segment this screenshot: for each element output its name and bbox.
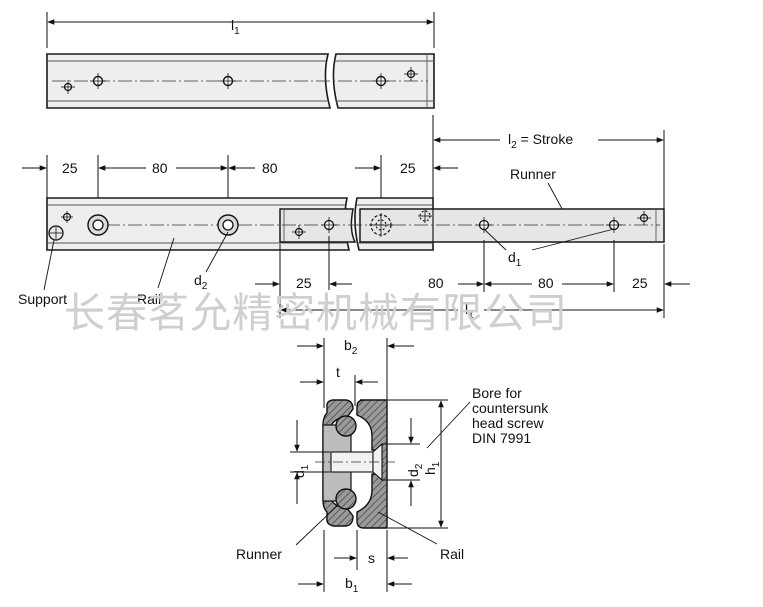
support-label: Support (18, 291, 67, 307)
section-d1-label: d1 (291, 464, 311, 478)
section-d2-label: d2 (405, 463, 425, 477)
runner-label: Runner (510, 166, 556, 182)
lower-dim-right-end: 25 (632, 275, 648, 291)
upper-dim-pitch-a: 80 (152, 160, 168, 176)
section-ball-top (335, 415, 357, 437)
top-l1-label: l1 (231, 17, 240, 37)
side-view: l2 = Stroke 25 80 80 25 Runner (18, 115, 690, 321)
section-ball-bottom (335, 488, 357, 510)
side-rail-label: Rail (137, 291, 161, 307)
runner-l1-label: l1 (465, 301, 474, 321)
side-d1-label: d1 (508, 249, 522, 269)
stroke-label: l2 = Stroke (508, 131, 573, 151)
t-label: t (336, 364, 340, 380)
lower-dim-pitch-b: 80 (538, 275, 554, 291)
b2-label: b2 (344, 337, 358, 357)
bore-note: Bore for countersunk head screw DIN 7991 (472, 385, 552, 446)
section-rail (356, 399, 388, 529)
side-d2-label: d2 (194, 272, 208, 292)
upper-dim-left-end: 25 (62, 160, 78, 176)
watermark-text: 长春茗允精密机械有限公司 (64, 289, 568, 337)
s-label: s (368, 550, 375, 566)
upper-dim-right-end: 25 (400, 160, 416, 176)
lower-dim-pitch-a: 80 (428, 275, 444, 291)
b1-label: b1 (345, 575, 359, 595)
h1-label: h1 (422, 461, 442, 475)
upper-dim-pitch-b: 80 (262, 160, 278, 176)
section-runner-label: Runner (236, 546, 282, 562)
section-rail-label: Rail (440, 546, 464, 562)
runner-body (279, 208, 357, 243)
cross-section: b2 t d1 d2 h1 (236, 337, 552, 595)
top-rail-view: l1 (46, 12, 435, 109)
lower-dim-left-end: 25 (296, 275, 312, 291)
